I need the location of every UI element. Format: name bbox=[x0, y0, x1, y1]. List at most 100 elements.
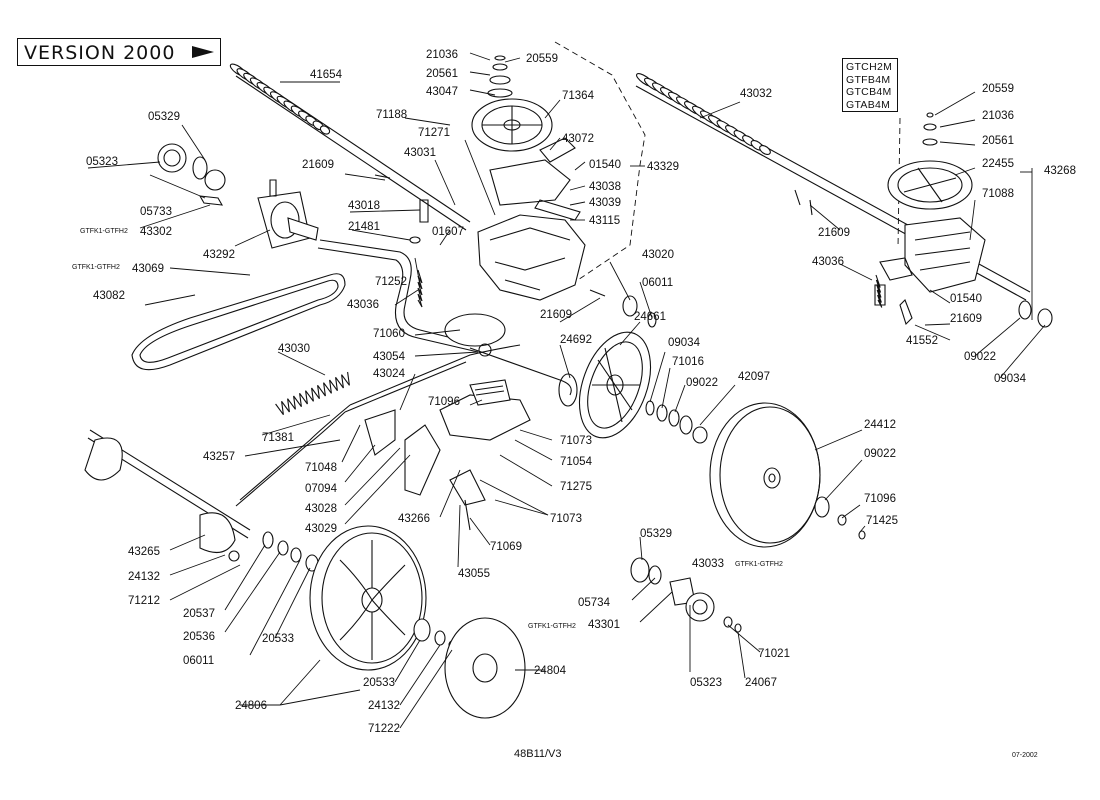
rear-wheel-right bbox=[709, 402, 866, 548]
part-label: 20537 bbox=[183, 608, 215, 620]
part-label: 21609 bbox=[302, 159, 334, 171]
part-label: 20559 bbox=[526, 53, 558, 65]
part-label: 43029 bbox=[305, 523, 337, 535]
pinion-right bbox=[630, 557, 742, 633]
part-label: 43028 bbox=[305, 503, 337, 515]
part-label: 71060 bbox=[373, 328, 405, 340]
part-label: 24412 bbox=[864, 419, 896, 431]
part-label: 24132 bbox=[368, 700, 400, 712]
part-label: 21609 bbox=[540, 309, 572, 321]
part-label: 43069 bbox=[132, 263, 164, 275]
part-label: 21609 bbox=[950, 313, 982, 325]
model-tag: GTFK1-GTFH2 bbox=[80, 228, 128, 235]
part-label: 71222 bbox=[368, 723, 400, 735]
part-label: 24804 bbox=[534, 665, 567, 677]
drawing-reference: 48B11/V3 bbox=[514, 748, 562, 760]
version-label: VERSION 2000 bbox=[24, 42, 176, 64]
part-label: 71069 bbox=[490, 541, 522, 553]
part-label: 43072 bbox=[562, 133, 594, 145]
rear-axle bbox=[84, 429, 319, 572]
pins bbox=[374, 174, 813, 357]
part-label: 43265 bbox=[128, 546, 160, 558]
arrow-right-icon bbox=[192, 46, 214, 58]
model-code: GTCB4M bbox=[846, 86, 892, 98]
part-label: 43301 bbox=[588, 619, 620, 631]
part-label: 71096 bbox=[864, 493, 896, 505]
part-label: 71212 bbox=[128, 595, 160, 607]
part-label: 20561 bbox=[426, 68, 458, 80]
wheel-bracket-left bbox=[257, 179, 319, 249]
part-label: 43036 bbox=[812, 256, 844, 268]
part-label: 42097 bbox=[738, 371, 770, 383]
model-code: GTFB4M bbox=[846, 73, 891, 86]
part-label: 20559 bbox=[982, 83, 1014, 95]
drive-ring-gear bbox=[558, 331, 652, 439]
part-label: 43024 bbox=[373, 368, 406, 380]
part-label: 05323 bbox=[86, 156, 118, 168]
part-label: 43082 bbox=[93, 290, 125, 302]
part-labels: 41654 05329 05323 21609 05733 GTFK1-GTFH… bbox=[72, 49, 1076, 735]
part-label: 43020 bbox=[642, 249, 674, 261]
part-label: 43032 bbox=[740, 88, 772, 100]
part-label: 09022 bbox=[964, 351, 996, 363]
part-label: 21036 bbox=[426, 49, 458, 61]
rear-wheel-left bbox=[309, 525, 456, 671]
spring-43036-right bbox=[875, 274, 883, 308]
part-label: 43018 bbox=[348, 200, 380, 212]
part-label: 20533 bbox=[363, 677, 395, 689]
part-label: 43031 bbox=[404, 147, 436, 159]
part-label: 43115 bbox=[589, 215, 620, 227]
version-banner: VERSION 2000 bbox=[17, 38, 221, 66]
part-label: 07094 bbox=[305, 483, 338, 495]
spring-43036-left bbox=[417, 269, 423, 308]
pinion-left bbox=[157, 143, 226, 206]
part-label: 21036 bbox=[982, 110, 1014, 122]
part-label: 43302 bbox=[140, 226, 172, 238]
lever-assembly bbox=[364, 379, 531, 531]
gearbox-housing bbox=[477, 137, 586, 301]
part-label: 43047 bbox=[426, 86, 458, 98]
spring-43030 bbox=[275, 371, 350, 415]
part-label: 09034 bbox=[668, 337, 701, 349]
part-label: 41654 bbox=[310, 69, 343, 81]
part-label: 09022 bbox=[686, 377, 718, 389]
part-label: 05329 bbox=[640, 528, 672, 540]
part-label: 20533 bbox=[262, 633, 294, 645]
part-label: 01540 bbox=[950, 293, 982, 305]
part-label: 41552 bbox=[906, 335, 938, 347]
part-label: 71054 bbox=[560, 456, 593, 468]
model-tag: GTFK1-GTFH2 bbox=[72, 264, 120, 271]
part-label: 71021 bbox=[758, 648, 790, 660]
part-label: 71271 bbox=[418, 127, 450, 139]
part-label: 71252 bbox=[375, 276, 407, 288]
part-label: 71096 bbox=[428, 396, 460, 408]
part-label: 43033 bbox=[692, 558, 724, 570]
part-label: 06011 bbox=[183, 655, 214, 667]
date-code: 07-2002 bbox=[1012, 752, 1038, 759]
part-label: 71048 bbox=[305, 462, 337, 474]
part-label: 24067 bbox=[745, 677, 777, 689]
part-label: 71381 bbox=[262, 432, 294, 444]
part-label: 06011 bbox=[642, 277, 673, 289]
part-label: 05323 bbox=[690, 677, 722, 689]
part-label: 71425 bbox=[866, 515, 898, 527]
part-label: 05733 bbox=[140, 206, 172, 218]
part-label: 24806 bbox=[235, 700, 267, 712]
leader-lines bbox=[87, 52, 1046, 729]
model-code: GTCH2M bbox=[846, 61, 893, 73]
assembly-outline bbox=[554, 41, 646, 293]
part-label: 71188 bbox=[376, 109, 407, 121]
model-codes-box: GTCH2M GTFB4M GTCB4M GTAB4M bbox=[842, 58, 898, 112]
model-tag: GTFK1-GTFH2 bbox=[735, 561, 783, 568]
part-label: 71364 bbox=[562, 90, 595, 102]
part-label: 43030 bbox=[278, 343, 310, 355]
part-label: 71073 bbox=[560, 435, 592, 447]
part-label: 43266 bbox=[398, 513, 430, 525]
gearbox-right bbox=[874, 112, 1053, 328]
part-label: 21609 bbox=[818, 227, 850, 239]
part-label: 24132 bbox=[128, 571, 160, 583]
model-tag: GTFK1-GTFH2 bbox=[528, 623, 576, 630]
part-label: 21481 bbox=[348, 221, 380, 233]
part-label: 01607 bbox=[432, 226, 464, 238]
